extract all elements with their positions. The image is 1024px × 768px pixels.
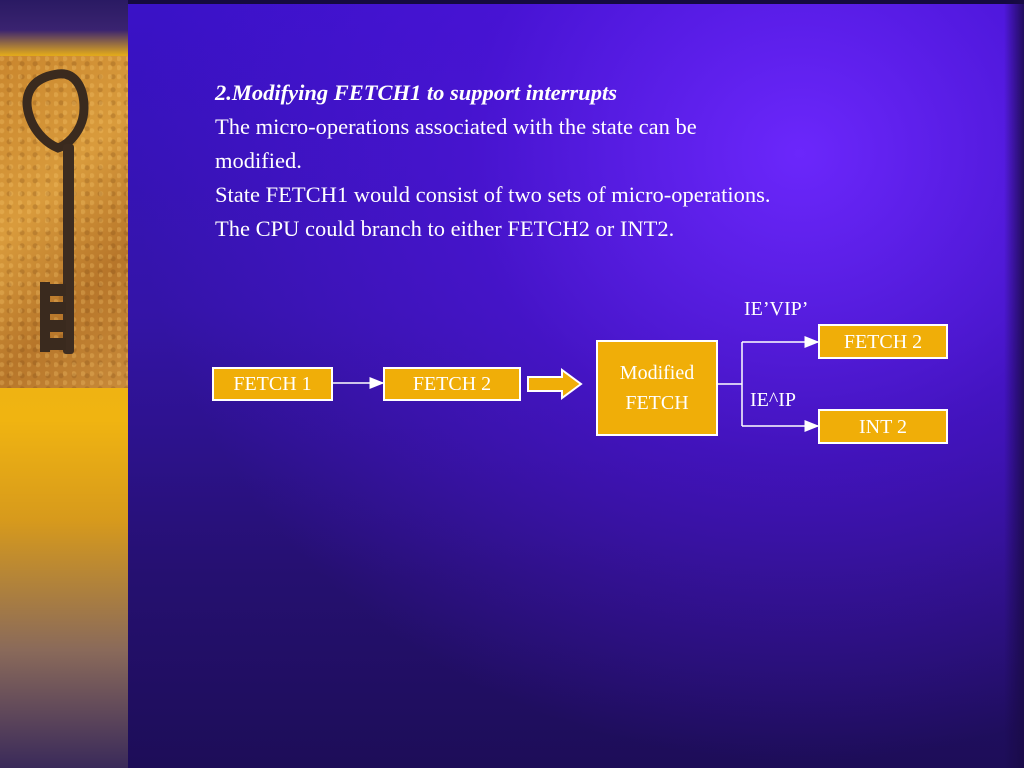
- condition-to-int2: IE^IP: [750, 389, 797, 411]
- top-edge: [128, 0, 1024, 4]
- node-modified-line1: Modified: [619, 362, 695, 384]
- body-line-4: The CPU could branch to either FETCH2 or…: [215, 216, 675, 241]
- node-modified-line2: FETCH: [625, 392, 689, 414]
- node-modified-fetch: Modified FETCH: [596, 340, 718, 436]
- body-line-2: modified.: [215, 148, 302, 173]
- condition-to-fetch2: IE’VIP’: [744, 298, 809, 320]
- body-line-1: The micro-operations associated with the…: [215, 114, 697, 139]
- block-arrow-fetch2-modified: [527, 368, 583, 400]
- node-fetch1: FETCH 1: [212, 367, 333, 401]
- node-branch-fetch2: FETCH 2: [818, 324, 948, 359]
- slide-text: 2.Modifying FETCH1 to support interrupts…: [215, 76, 955, 246]
- slide-heading: 2.Modifying FETCH1 to support interrupts: [215, 80, 617, 105]
- node-branch-int2: INT 2: [818, 409, 948, 444]
- node-fetch2: FETCH 2: [383, 367, 521, 401]
- key-image: [0, 56, 128, 388]
- body-line-3: State FETCH1 would consist of two sets o…: [215, 182, 771, 207]
- right-edge-shadow: [1004, 0, 1024, 768]
